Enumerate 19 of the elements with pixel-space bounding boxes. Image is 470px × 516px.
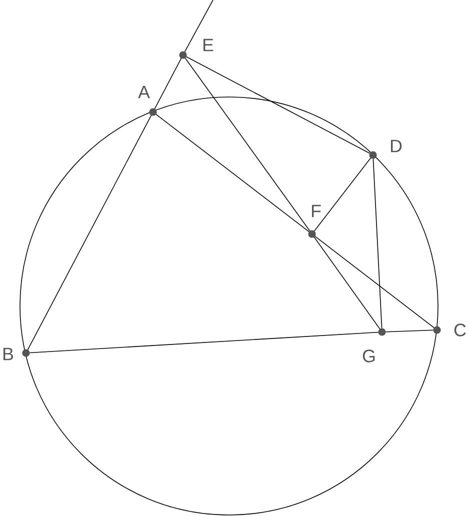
line-segment	[186, 56, 370, 154]
line-segment	[314, 236, 380, 330]
line-segment	[314, 158, 372, 232]
point-label: F	[312, 204, 321, 218]
point-label: D	[391, 140, 402, 152]
line-segment	[27, 114, 152, 350]
line-segment	[29, 332, 379, 354]
point-label: E	[203, 38, 214, 52]
line-segment	[156, 114, 310, 232]
line-segment	[154, 58, 182, 110]
line-segment	[372, 158, 382, 329]
line-segment	[184, 0, 214, 52]
point-label: C	[454, 324, 466, 336]
point-label: G	[362, 350, 375, 362]
point-label: B	[4, 348, 14, 360]
line-segment	[385, 330, 434, 332]
line-segment	[314, 236, 434, 328]
point-label: A	[138, 86, 150, 98]
line-segment	[184, 58, 310, 232]
